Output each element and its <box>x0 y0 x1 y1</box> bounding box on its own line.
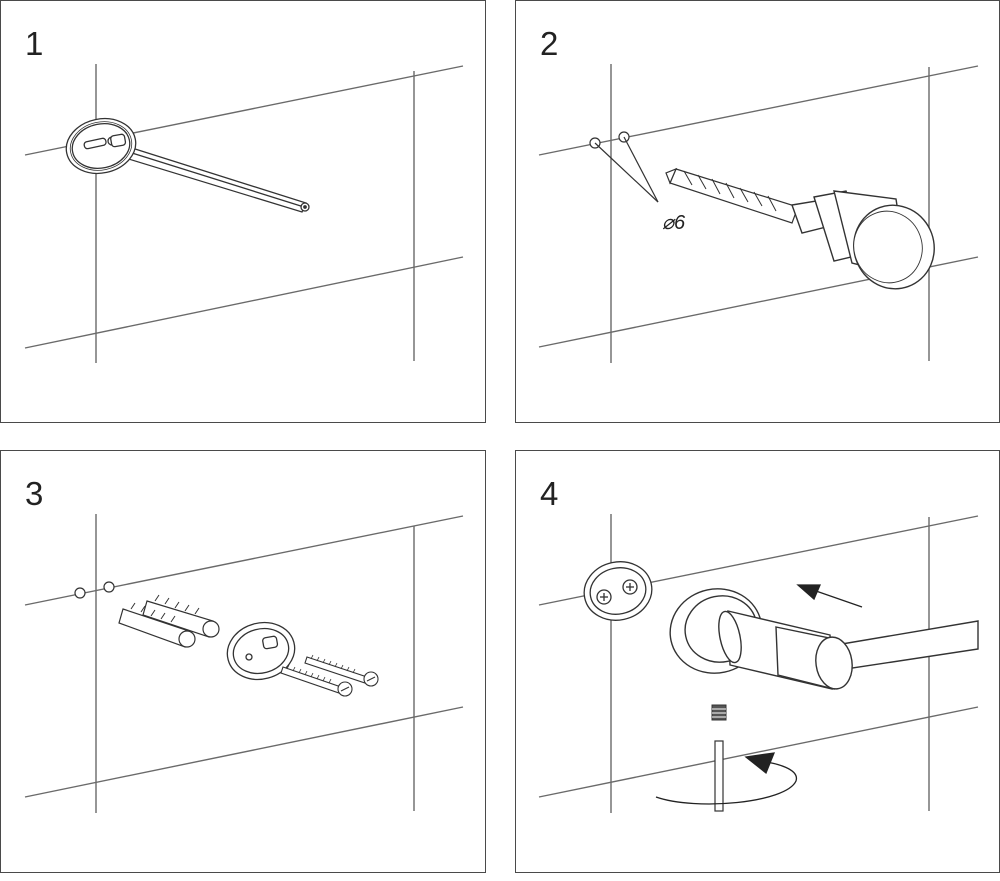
drill-holes <box>74 581 115 599</box>
grub-screw <box>711 704 727 721</box>
step-number: 4 <box>540 475 559 512</box>
step-4-panel: 4 <box>515 450 1000 873</box>
step-4-illustration <box>538 514 979 813</box>
step-number: 3 <box>25 475 44 512</box>
mounting-plate <box>226 621 296 681</box>
drill <box>791 190 935 290</box>
tile-grid <box>24 514 464 813</box>
allen-key <box>714 740 724 812</box>
step-1-panel: 1 <box>0 0 486 423</box>
mounting-plate <box>65 117 137 175</box>
step-2-illustration: ⌀6 <box>538 64 979 363</box>
drill-size-label: ⌀6 <box>662 212 686 234</box>
wall-plugs <box>118 594 220 648</box>
step-3-illustration <box>24 514 464 813</box>
step-number: 1 <box>25 25 44 62</box>
mounted-plate <box>583 561 653 621</box>
drill-bit <box>665 167 799 224</box>
tile-grid <box>24 64 464 363</box>
marking-rod <box>108 141 310 213</box>
step-number: 2 <box>540 25 559 62</box>
step-2-panel: ⌀6 2 <box>515 0 1000 423</box>
slide-arrow <box>796 584 863 608</box>
rotate-arrow <box>655 752 797 805</box>
towel-bar <box>669 588 979 690</box>
drill-holes <box>589 131 659 203</box>
step-3-panel: 3 <box>0 450 486 873</box>
step-1-illustration <box>24 64 464 363</box>
screws <box>280 654 379 697</box>
